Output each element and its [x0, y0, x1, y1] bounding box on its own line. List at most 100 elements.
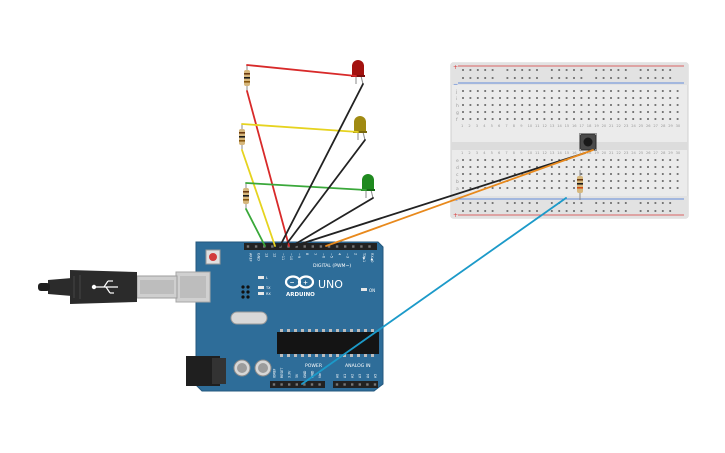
rail-hole[interactable] — [669, 69, 672, 71]
breadboard-hole[interactable] — [565, 111, 568, 113]
breadboard-hole[interactable] — [617, 180, 620, 182]
breadboard-hole[interactable] — [573, 118, 575, 120]
breadboard-hole[interactable] — [462, 111, 464, 113]
rail-hole[interactable] — [669, 77, 672, 79]
breadboard-hole[interactable] — [573, 166, 575, 168]
digital-pin[interactable] — [319, 245, 323, 248]
rail-hole[interactable] — [491, 69, 494, 71]
breadboard-hole[interactable] — [565, 104, 568, 106]
breadboard-hole[interactable] — [602, 111, 605, 113]
breadboard-hole[interactable] — [632, 90, 635, 92]
rail-hole[interactable] — [469, 210, 472, 212]
breadboard-hole[interactable] — [654, 187, 657, 189]
breadboard-hole[interactable] — [565, 173, 568, 175]
led-green[interactable] — [361, 174, 375, 199]
power-pin[interactable] — [288, 383, 291, 386]
rail-hole[interactable] — [610, 77, 612, 79]
breadboard-hole[interactable] — [565, 90, 568, 92]
wire-red-resistor-to-led[interactable] — [246, 64, 357, 77]
rail-hole[interactable] — [469, 77, 472, 79]
breadboard-hole[interactable] — [669, 90, 672, 92]
breadboard-hole[interactable] — [528, 159, 531, 161]
breadboard-hole[interactable] — [476, 166, 479, 168]
breadboard-hole[interactable] — [580, 118, 583, 120]
breadboard-hole[interactable] — [654, 90, 657, 92]
breadboard-hole[interactable] — [573, 111, 575, 113]
breadboard-hole[interactable] — [469, 159, 472, 161]
breadboard-hole[interactable] — [595, 173, 598, 175]
push-button[interactable] — [579, 133, 597, 151]
rail-hole[interactable] — [506, 69, 509, 71]
breadboard-hole[interactable] — [669, 180, 672, 182]
breadboard-hole[interactable] — [513, 104, 516, 106]
rail-hole[interactable] — [476, 69, 479, 71]
breadboard-hole[interactable] — [610, 90, 612, 92]
breadboard-hole[interactable] — [506, 166, 509, 168]
breadboard-hole[interactable] — [491, 97, 494, 99]
breadboard-hole[interactable] — [654, 111, 657, 113]
breadboard-hole[interactable] — [558, 173, 561, 175]
rail-hole[interactable] — [654, 69, 657, 71]
breadboard-hole[interactable] — [587, 97, 590, 99]
power-pin[interactable] — [318, 383, 321, 386]
breadboard-hole[interactable] — [676, 118, 679, 120]
breadboard-hole[interactable] — [550, 90, 553, 92]
breadboard-hole[interactable] — [676, 97, 679, 99]
breadboard-hole[interactable] — [491, 187, 494, 189]
power-pin[interactable] — [295, 383, 298, 386]
rail-hole[interactable] — [513, 210, 516, 212]
breadboard-hole[interactable] — [462, 166, 464, 168]
rail-hole[interactable] — [469, 69, 472, 71]
breadboard-hole[interactable] — [484, 90, 487, 92]
rail-hole[interactable] — [513, 69, 516, 71]
breadboard-hole[interactable] — [513, 159, 516, 161]
rail-hole[interactable] — [528, 69, 531, 71]
analog-pin[interactable] — [351, 383, 354, 386]
breadboard-hole[interactable] — [550, 104, 553, 106]
wire-green-resistor-to-led[interactable] — [245, 182, 367, 191]
wire-red-resistor-to-pin[interactable] — [246, 90, 290, 247]
breadboard-hole[interactable] — [587, 111, 590, 113]
breadboard-hole[interactable] — [506, 104, 509, 106]
breadboard-hole[interactable] — [521, 180, 524, 182]
breadboard-hole[interactable] — [550, 118, 553, 120]
breadboard-hole[interactable] — [624, 104, 627, 106]
breadboard-hole[interactable] — [499, 187, 501, 189]
breadboard-hole[interactable] — [580, 111, 583, 113]
rail-hole[interactable] — [550, 69, 553, 71]
breadboard-hole[interactable] — [484, 118, 487, 120]
breadboard-hole[interactable] — [669, 159, 672, 161]
rail-hole[interactable] — [476, 202, 479, 204]
breadboard-hole[interactable] — [528, 90, 531, 92]
breadboard-hole[interactable] — [521, 97, 524, 99]
rail-hole[interactable] — [462, 77, 464, 79]
rail-hole[interactable] — [647, 77, 649, 79]
breadboard-hole[interactable] — [521, 166, 524, 168]
breadboard-hole[interactable] — [661, 173, 664, 175]
digital-header[interactable] — [244, 243, 377, 250]
breadboard-hole[interactable] — [491, 173, 494, 175]
breadboard-hole[interactable] — [469, 173, 472, 175]
breadboard-hole[interactable] — [617, 104, 620, 106]
breadboard-hole[interactable] — [610, 104, 612, 106]
rail-hole[interactable] — [639, 202, 642, 204]
breadboard-hole[interactable] — [476, 159, 479, 161]
breadboard-hole[interactable] — [624, 111, 627, 113]
breadboard-hole[interactable] — [639, 180, 642, 182]
rail-hole[interactable] — [661, 210, 664, 212]
breadboard-hole[interactable] — [632, 173, 635, 175]
breadboard-hole[interactable] — [536, 166, 538, 168]
breadboard-hole[interactable] — [669, 111, 672, 113]
breadboard-hole[interactable] — [587, 104, 590, 106]
breadboard-hole[interactable] — [528, 180, 531, 182]
breadboard-hole[interactable] — [573, 97, 575, 99]
breadboard-hole[interactable] — [476, 111, 479, 113]
breadboard-hole[interactable] — [528, 166, 531, 168]
breadboard-hole[interactable] — [550, 180, 553, 182]
digital-pin[interactable] — [263, 245, 266, 248]
breadboard-hole[interactable] — [469, 97, 472, 99]
rail-hole[interactable] — [639, 77, 642, 79]
rail-hole[interactable] — [573, 210, 575, 212]
breadboard-hole[interactable] — [647, 187, 649, 189]
breadboard-hole[interactable] — [499, 97, 501, 99]
